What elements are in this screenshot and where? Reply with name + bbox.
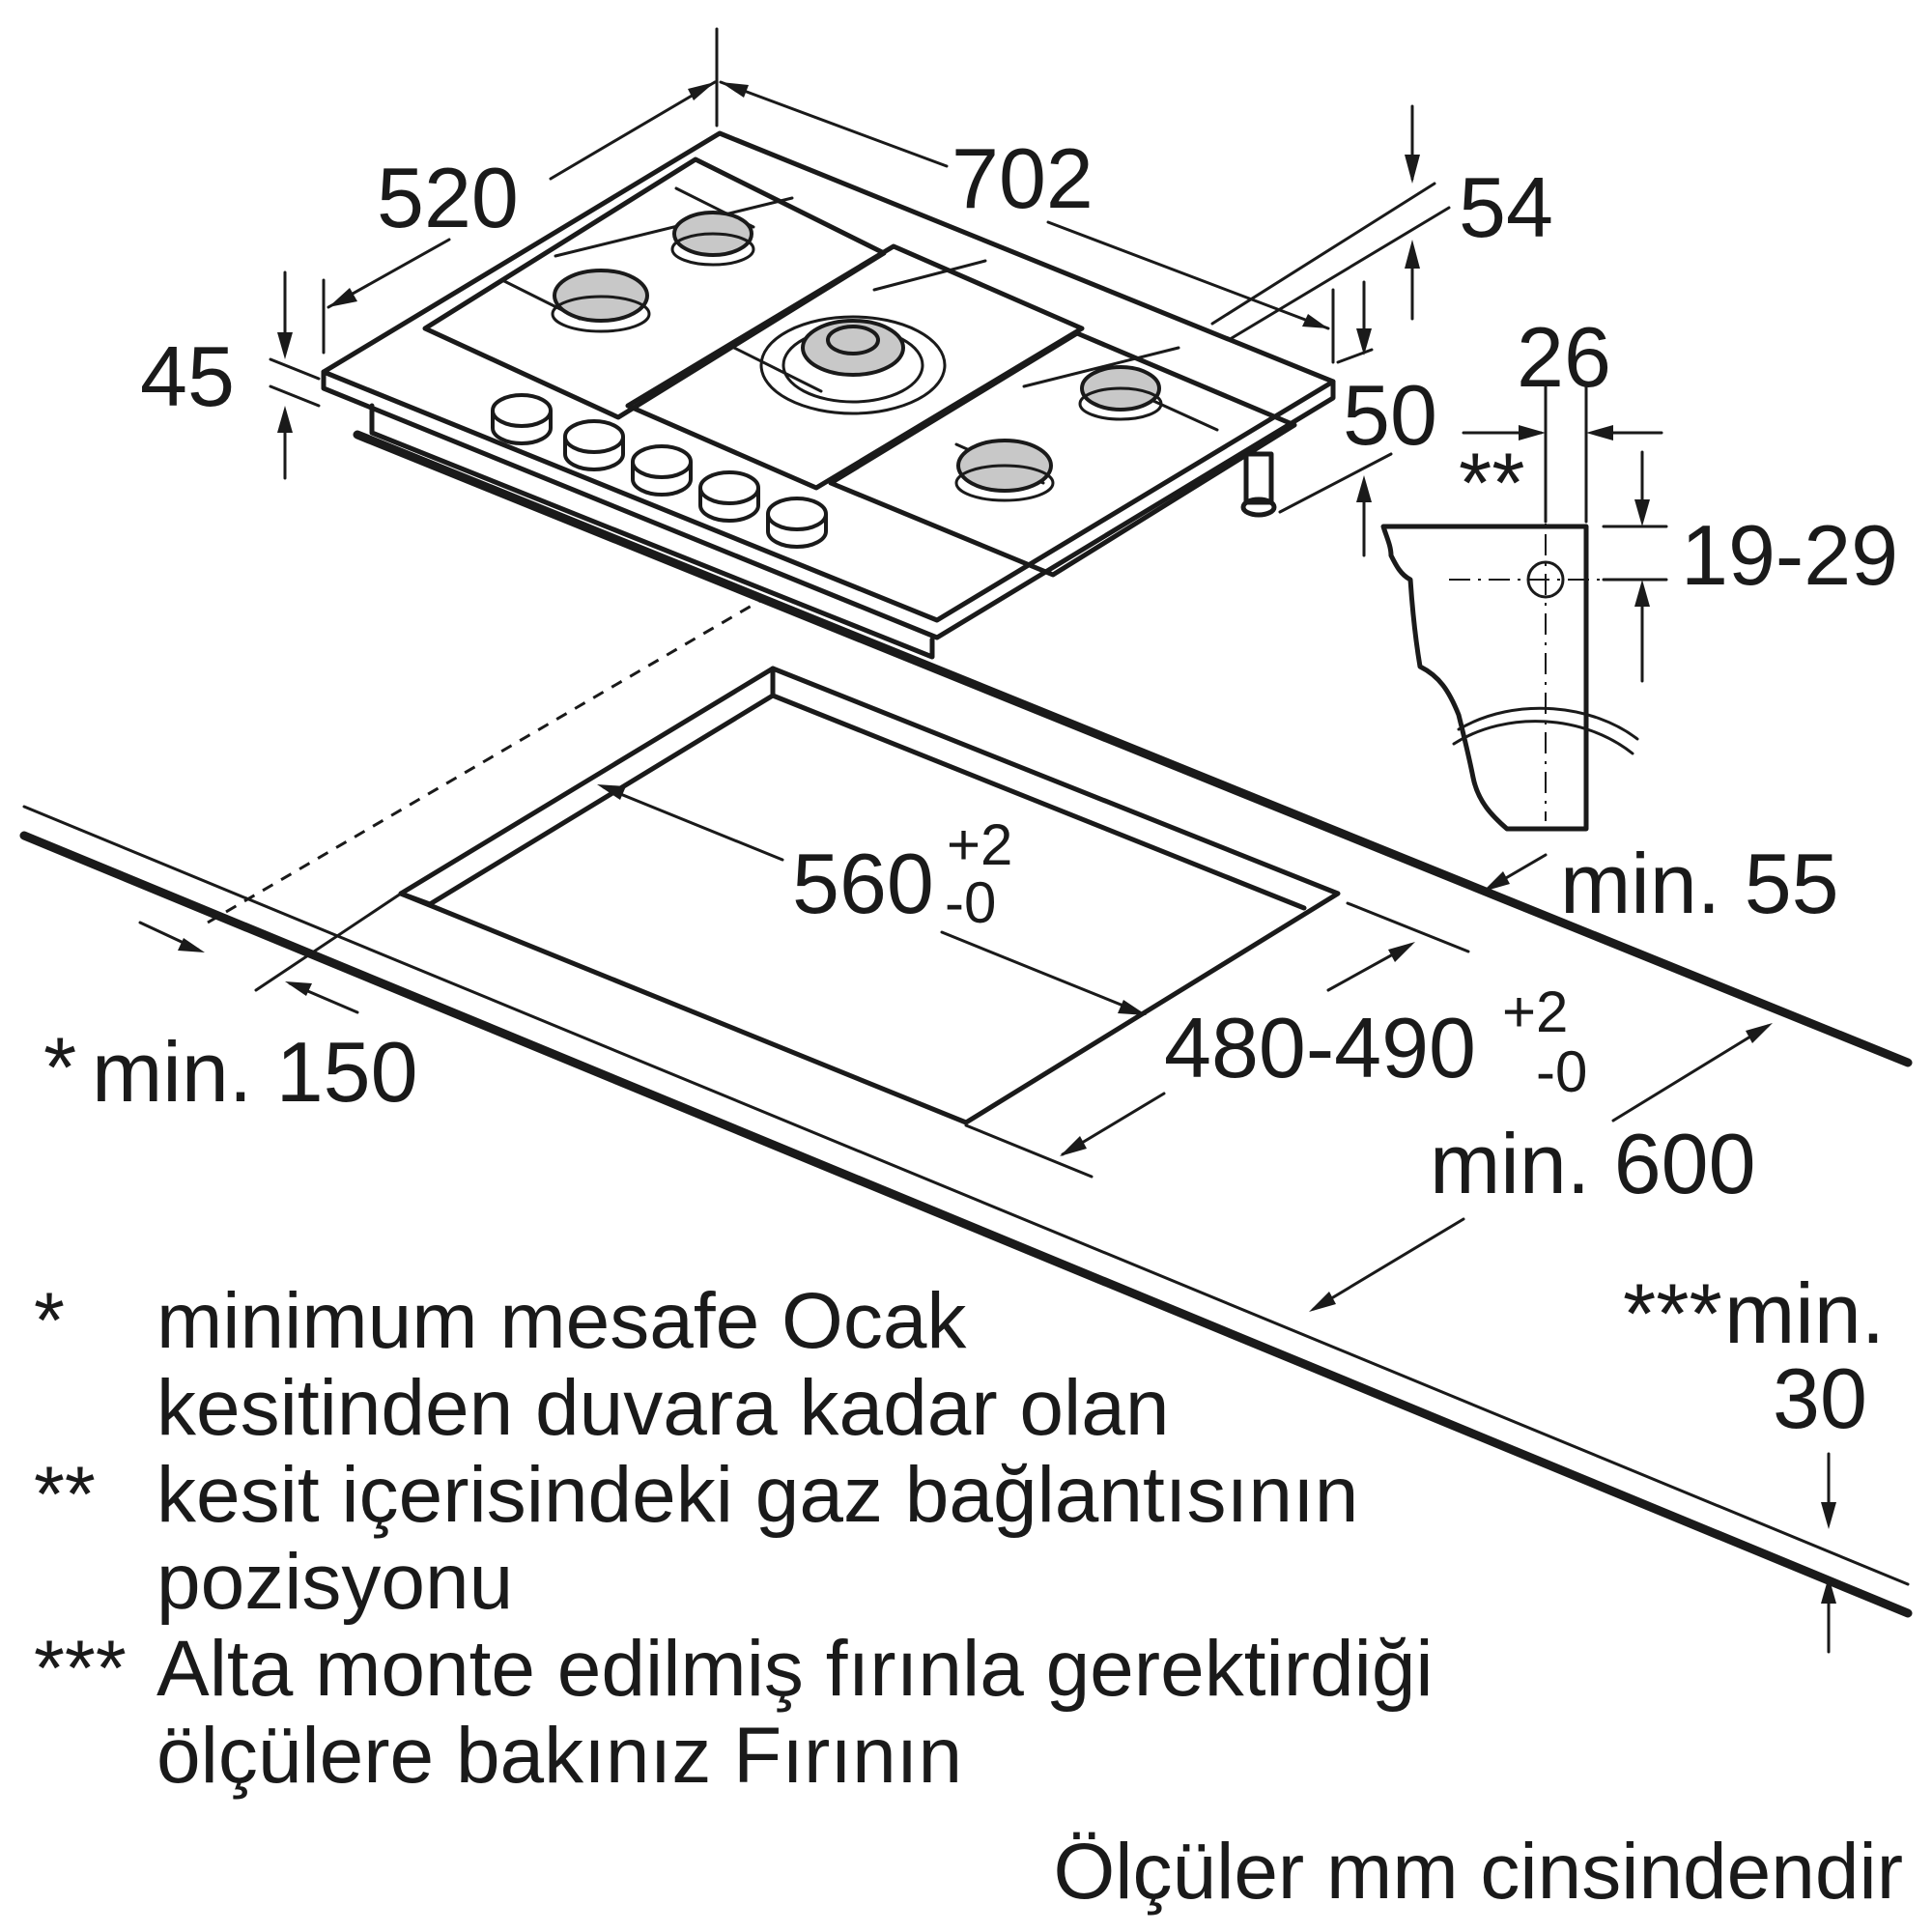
gas-connection-pipe bbox=[1240, 451, 1277, 518]
note-3-line-1: Alta monte edilmiş fırınla gerektirdiği bbox=[156, 1625, 1434, 1713]
dim-min-wall: min. 150 bbox=[92, 1024, 418, 1120]
knob-3 bbox=[631, 444, 693, 497]
burner-front-left bbox=[551, 269, 651, 333]
knob-4 bbox=[698, 470, 760, 523]
dim-min-worktop-depth: min. 600 bbox=[1430, 1116, 1756, 1211]
dim-cutout-width: 560 bbox=[792, 836, 934, 931]
note-2-marker: ** bbox=[34, 1451, 96, 1539]
dim-min-edge-back: min. 55 bbox=[1560, 836, 1839, 931]
burner-rear-right bbox=[1078, 365, 1163, 421]
hob-dimension-lines bbox=[269, 27, 1451, 557]
note-3-line-2: ölçülere bakınız Fırının bbox=[156, 1712, 962, 1800]
dim-worktop-thickness-marker: *** bbox=[1623, 1265, 1722, 1361]
dim-cutout-width-tol-minus: -0 bbox=[945, 870, 996, 935]
note-1-line-1: minimum mesafe Ocak bbox=[156, 1277, 967, 1365]
dimension-labels: 520 702 54 45 50 26 ** 19-29 560 +2 -0 4… bbox=[43, 130, 1898, 1446]
gas-hob bbox=[321, 130, 1336, 660]
dim-hob-width: 702 bbox=[952, 130, 1094, 226]
burner-rear-left bbox=[670, 211, 755, 267]
dim-connection-offset: 26 bbox=[1517, 309, 1611, 405]
cutout bbox=[398, 666, 1341, 1125]
note-1-line-2: kesitinden duvara kadar olan bbox=[156, 1364, 1169, 1452]
control-knobs bbox=[491, 393, 828, 549]
dim-cutout-depth-tol-minus: -0 bbox=[1536, 1039, 1587, 1104]
note-2-line-1: kesit içerisindeki gaz bağlantısının bbox=[156, 1451, 1358, 1539]
dim-gas-connection-height: 50 bbox=[1343, 367, 1437, 463]
dim-hob-height-right: 54 bbox=[1459, 159, 1553, 255]
dim-min-wall-marker: * bbox=[43, 1019, 76, 1115]
footnotes: * minimum mesafe Ocak kesitinden duvara … bbox=[34, 1277, 1903, 1916]
note-2-line-2: pozisyonu bbox=[156, 1538, 513, 1626]
dim-worktop-thickness-value: 30 bbox=[1773, 1350, 1867, 1446]
burner-wok-center bbox=[759, 315, 947, 415]
note-1-marker: * bbox=[34, 1277, 65, 1365]
knob-5 bbox=[766, 497, 828, 549]
dim-worktop-thickness-label: min. bbox=[1724, 1265, 1885, 1361]
knob-1 bbox=[491, 393, 553, 445]
burner-front-right bbox=[954, 439, 1055, 502]
dim-hob-depth: 520 bbox=[377, 150, 519, 245]
connection-detail bbox=[1380, 384, 1668, 832]
dim-hob-height-left: 45 bbox=[140, 328, 235, 424]
dim-cutout-depth-tol-plus: +2 bbox=[1502, 980, 1568, 1044]
knob-2 bbox=[563, 419, 625, 471]
worktop-dimension-lines bbox=[138, 784, 1836, 1654]
dim-cutout-width-tol-plus: +2 bbox=[947, 812, 1012, 877]
dim-connection-marker: ** bbox=[1459, 435, 1525, 530]
units-footer: Ölçüler mm cinsindendir bbox=[1054, 1828, 1904, 1916]
dim-connection-range: 19-29 bbox=[1681, 507, 1898, 603]
dim-cutout-depth: 480-490 bbox=[1164, 1000, 1476, 1095]
note-3-marker: *** bbox=[34, 1625, 127, 1713]
